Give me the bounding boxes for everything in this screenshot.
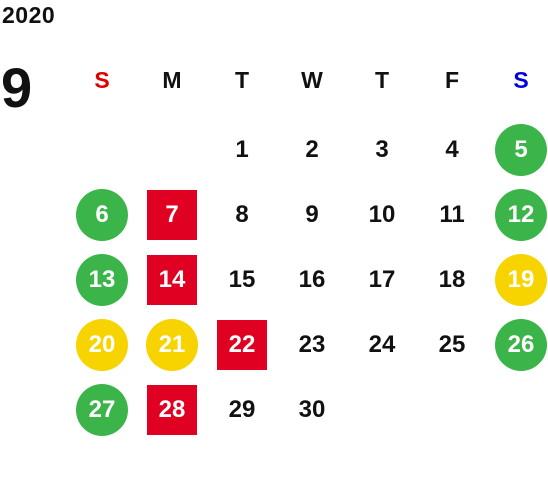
day-cell-16[interactable]: 16 — [282, 250, 342, 310]
day-cell-5[interactable]: 5 — [491, 120, 548, 180]
weekday-wednesday: W — [301, 67, 323, 93]
day-number: 12 — [507, 201, 535, 228]
day-number: 26 — [507, 331, 535, 358]
day-cell-17[interactable]: 17 — [352, 250, 412, 310]
day-cell-11[interactable]: 11 — [422, 185, 482, 245]
day-cell-28[interactable]: 28 — [142, 380, 202, 440]
day-cell-10[interactable]: 10 — [352, 185, 412, 245]
day-number: 5 — [514, 136, 528, 163]
day-number: 28 — [158, 396, 186, 423]
day-number: 10 — [368, 201, 396, 228]
day-number: 27 — [88, 396, 116, 423]
day-number: 30 — [298, 396, 326, 423]
day-number: 21 — [158, 331, 186, 358]
day-cell-23[interactable]: 23 — [282, 315, 342, 375]
day-cell-2[interactable]: 2 — [282, 120, 342, 180]
day-cell-25[interactable]: 25 — [422, 315, 482, 375]
day-cell-1[interactable]: 1 — [212, 120, 272, 180]
day-number: 29 — [228, 396, 256, 423]
day-cell-8[interactable]: 8 — [212, 185, 272, 245]
day-cell-24[interactable]: 24 — [352, 315, 412, 375]
day-number: 11 — [439, 201, 465, 228]
day-cell-26[interactable]: 26 — [491, 315, 548, 375]
weekday-thursday: T — [374, 67, 390, 93]
day-cell-27[interactable]: 27 — [72, 380, 132, 440]
day-cell-30[interactable]: 30 — [282, 380, 342, 440]
day-cell-12[interactable]: 12 — [491, 185, 548, 245]
day-number: 24 — [368, 331, 396, 358]
day-number: 19 — [507, 266, 535, 293]
day-number: 2 — [305, 136, 319, 163]
day-number: 7 — [165, 201, 179, 228]
day-number: 18 — [438, 266, 466, 293]
day-cell-9[interactable]: 9 — [282, 185, 342, 245]
day-cell-22[interactable]: 22 — [212, 315, 272, 375]
day-cell-4[interactable]: 4 — [422, 120, 482, 180]
weekday-sunday: S — [94, 67, 110, 93]
year-label: 2020 — [2, 2, 56, 28]
weekday-tuesday: T — [234, 67, 250, 93]
day-number: 4 — [445, 136, 459, 163]
day-cell-20[interactable]: 20 — [72, 315, 132, 375]
day-number: 16 — [298, 266, 326, 293]
day-cell-29[interactable]: 29 — [212, 380, 272, 440]
day-number: 22 — [228, 331, 256, 358]
day-cell-6[interactable]: 6 — [72, 185, 132, 245]
day-number: 14 — [158, 266, 186, 293]
day-cell-3[interactable]: 3 — [352, 120, 412, 180]
month-number: 9 — [1, 56, 33, 119]
day-cell-7[interactable]: 7 — [142, 185, 202, 245]
day-cell-21[interactable]: 21 — [142, 315, 202, 375]
weekday-saturday: S — [513, 67, 529, 93]
day-cell-18[interactable]: 18 — [422, 250, 482, 310]
day-number: 20 — [88, 331, 116, 358]
day-number: 6 — [95, 201, 109, 228]
day-number: 25 — [438, 331, 466, 358]
day-cell-19[interactable]: 19 — [491, 250, 548, 310]
day-number: 1 — [235, 136, 249, 163]
day-number: 15 — [228, 266, 256, 293]
day-number: 9 — [305, 201, 319, 228]
day-cell-14[interactable]: 14 — [142, 250, 202, 310]
day-number: 3 — [375, 136, 389, 163]
day-number: 17 — [368, 266, 396, 293]
day-number: 13 — [88, 266, 116, 293]
day-cell-15[interactable]: 15 — [212, 250, 272, 310]
day-number: 8 — [235, 201, 249, 228]
weekday-friday: F — [444, 67, 460, 93]
weekday-monday: M — [162, 67, 182, 93]
day-number: 23 — [298, 331, 326, 358]
day-cell-13[interactable]: 13 — [72, 250, 132, 310]
